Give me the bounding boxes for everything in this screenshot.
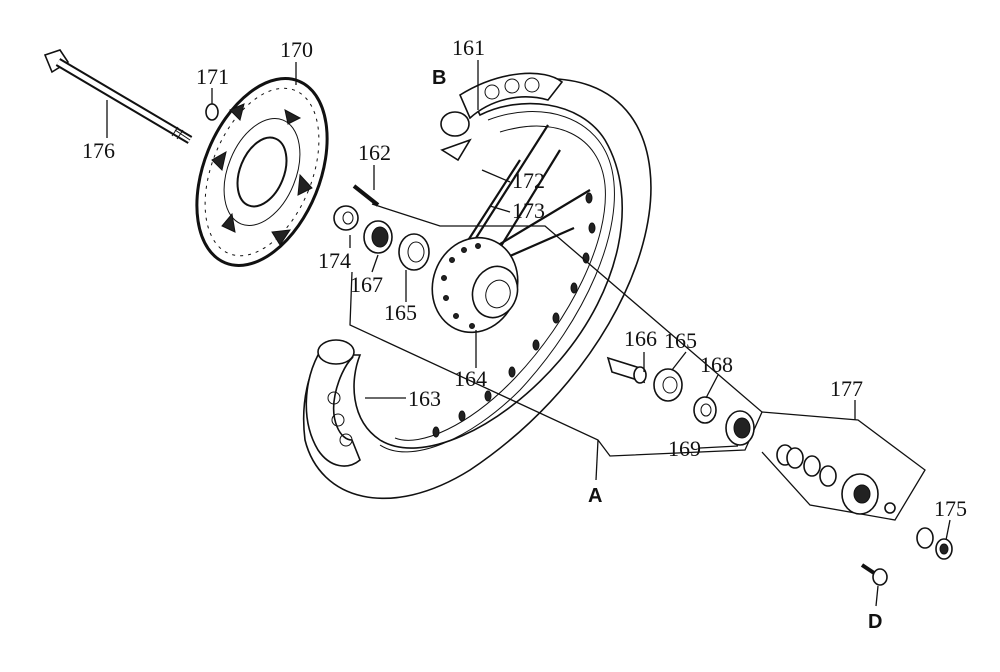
- tire-161: [458, 72, 564, 120]
- group-outline-177: [761, 411, 926, 521]
- group-outline-a: [349, 203, 763, 457]
- rim-spoke-holes: [432, 192, 596, 438]
- tube-163: [305, 339, 361, 467]
- bearing-165-right: [653, 368, 683, 402]
- label-170: 170: [280, 37, 313, 62]
- label-162: 162: [358, 140, 391, 165]
- speedometer-gearbox-177: [776, 444, 896, 515]
- label-172: 172: [512, 168, 545, 193]
- label-164: 164: [454, 366, 487, 391]
- axle-176: [43, 49, 193, 144]
- label-165-left: 165: [384, 300, 417, 325]
- leader-a: [595, 439, 599, 481]
- label-168: 168: [700, 352, 733, 377]
- label-173: 173: [512, 198, 545, 223]
- label-161: 161: [452, 35, 485, 60]
- label-169: 169: [668, 436, 701, 461]
- oil-seal-169: [725, 410, 755, 446]
- label-167: 167: [350, 272, 383, 297]
- brake-disc-170: [195, 77, 329, 267]
- letter-b: B: [432, 67, 446, 89]
- screw-d: [860, 563, 888, 586]
- washer-171: [205, 103, 219, 121]
- label-176: 176: [82, 138, 115, 163]
- collar-166: [606, 356, 647, 384]
- label-175: 175: [934, 496, 967, 521]
- label-165-right: 165: [664, 328, 697, 353]
- letter-d: D: [868, 611, 882, 633]
- nut-175: [916, 527, 953, 560]
- label-177: 177: [830, 376, 863, 401]
- spacer-174: [333, 205, 359, 231]
- valve-b: [440, 111, 472, 162]
- letter-a: A: [588, 485, 602, 507]
- label-166: 166: [624, 326, 657, 351]
- retainer-168: [693, 396, 717, 424]
- label-174: 174: [318, 248, 351, 273]
- pin-162: [352, 184, 380, 207]
- label-171: 171: [196, 64, 229, 89]
- hub-164: [431, 236, 519, 334]
- bearing-165-left: [398, 233, 430, 271]
- leader-d: [875, 585, 879, 607]
- oil-seal-167: [363, 220, 393, 254]
- label-163: 163: [408, 386, 441, 411]
- leader-lines: [106, 60, 951, 541]
